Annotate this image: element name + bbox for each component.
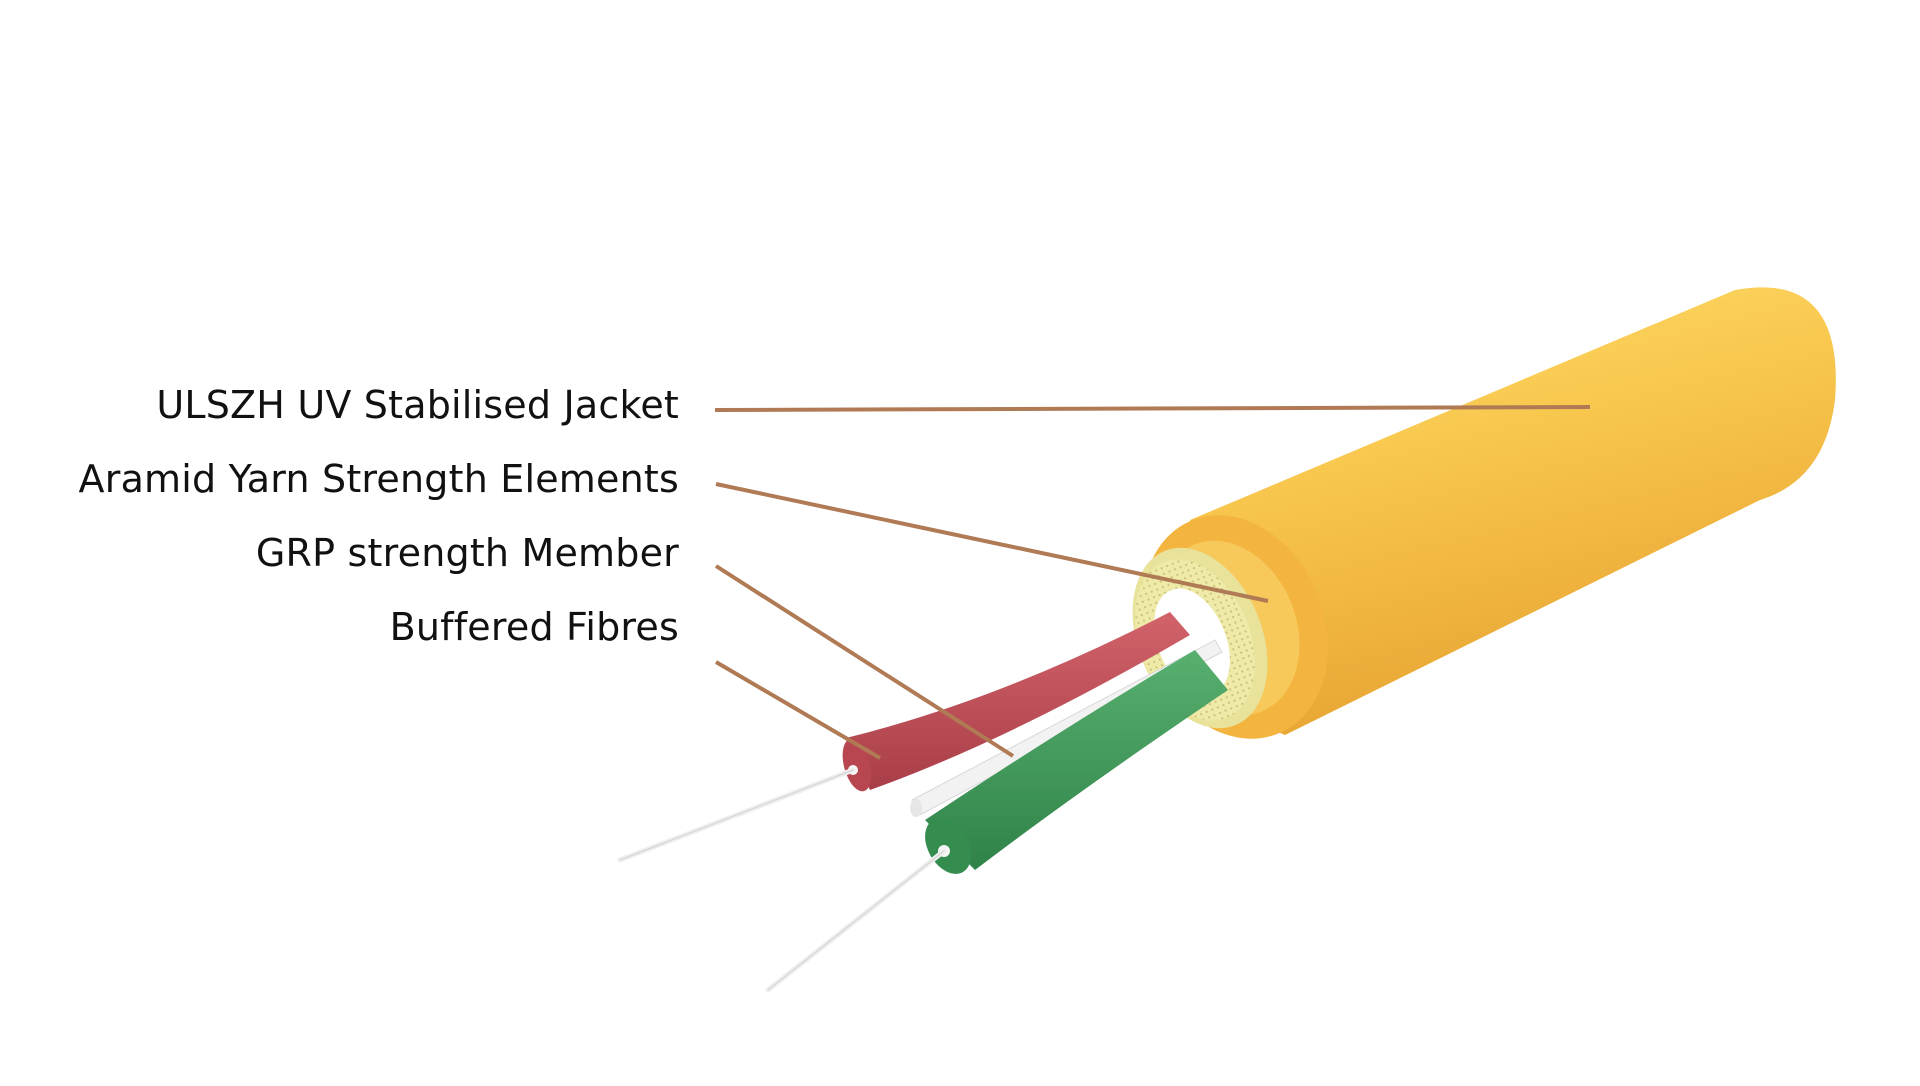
leader-line-jacket bbox=[714, 405, 1591, 412]
leader-line-grp bbox=[714, 564, 1015, 758]
label-aramid-yarn: Aramid Yarn Strength Elements bbox=[78, 457, 679, 501]
buffered-fibre-red bbox=[842, 612, 1190, 792]
leader-line-aramid bbox=[715, 482, 1269, 603]
bare-fibres bbox=[617, 767, 947, 993]
label-jacket: ULSZH UV Stabilised Jacket bbox=[156, 383, 679, 427]
label-buffered-fibres: Buffered Fibres bbox=[389, 605, 679, 649]
label-grp-strength-member: GRP strength Member bbox=[255, 531, 679, 575]
leader-line-buffered bbox=[714, 660, 882, 760]
leader-lines bbox=[714, 405, 1591, 760]
